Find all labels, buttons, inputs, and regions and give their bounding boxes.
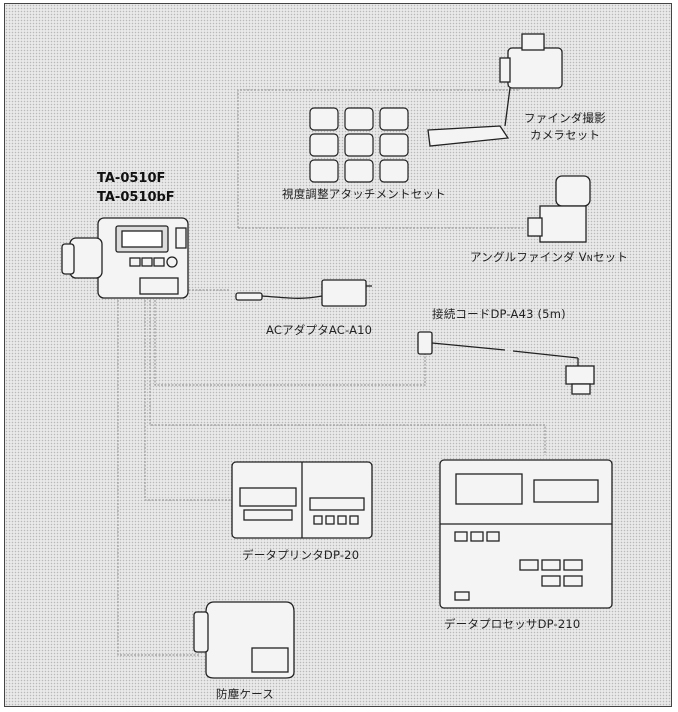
connection-cord-label: 接続コードDP-A43 (5m) [432,307,566,321]
connection-lines [117,89,546,656]
angle-finder-device [527,175,591,243]
angle-finder-label-sub: N [586,254,593,263]
connection-cord-device [417,331,595,395]
ac-adapter-label: ACアダプタAC-A10 [266,323,373,337]
diopter-attachment-tiles [309,107,409,183]
data-printer-device [231,461,373,539]
angle-finder-label: アングルファインダ VNセット [470,249,628,265]
data-printer-label: データプリンタDP-20 [242,548,360,562]
model-name-2: TA-0510bF [97,190,175,205]
angle-finder-label-prefix: アングルファインダ V [470,250,587,264]
data-processor-device [439,459,613,609]
model-name-1: TA-0510F [97,171,166,186]
data-processor-label: データプロセッサDP-210 [444,617,581,631]
dustproof-case-device [193,601,295,679]
ac-adapter-device [235,279,372,307]
angle-finder-label-suffix: セット [592,250,629,264]
finder-camera-label-2: カメラセット [530,128,601,142]
finder-camera-label-1: ファインダ撮影 [524,111,606,125]
main-unit-device [61,217,189,299]
diopter-set-label: 視度調整アタッチメントセット [282,187,446,201]
finder-camera-device [427,33,563,147]
dustproof-case-label: 防塵ケース [216,687,274,701]
